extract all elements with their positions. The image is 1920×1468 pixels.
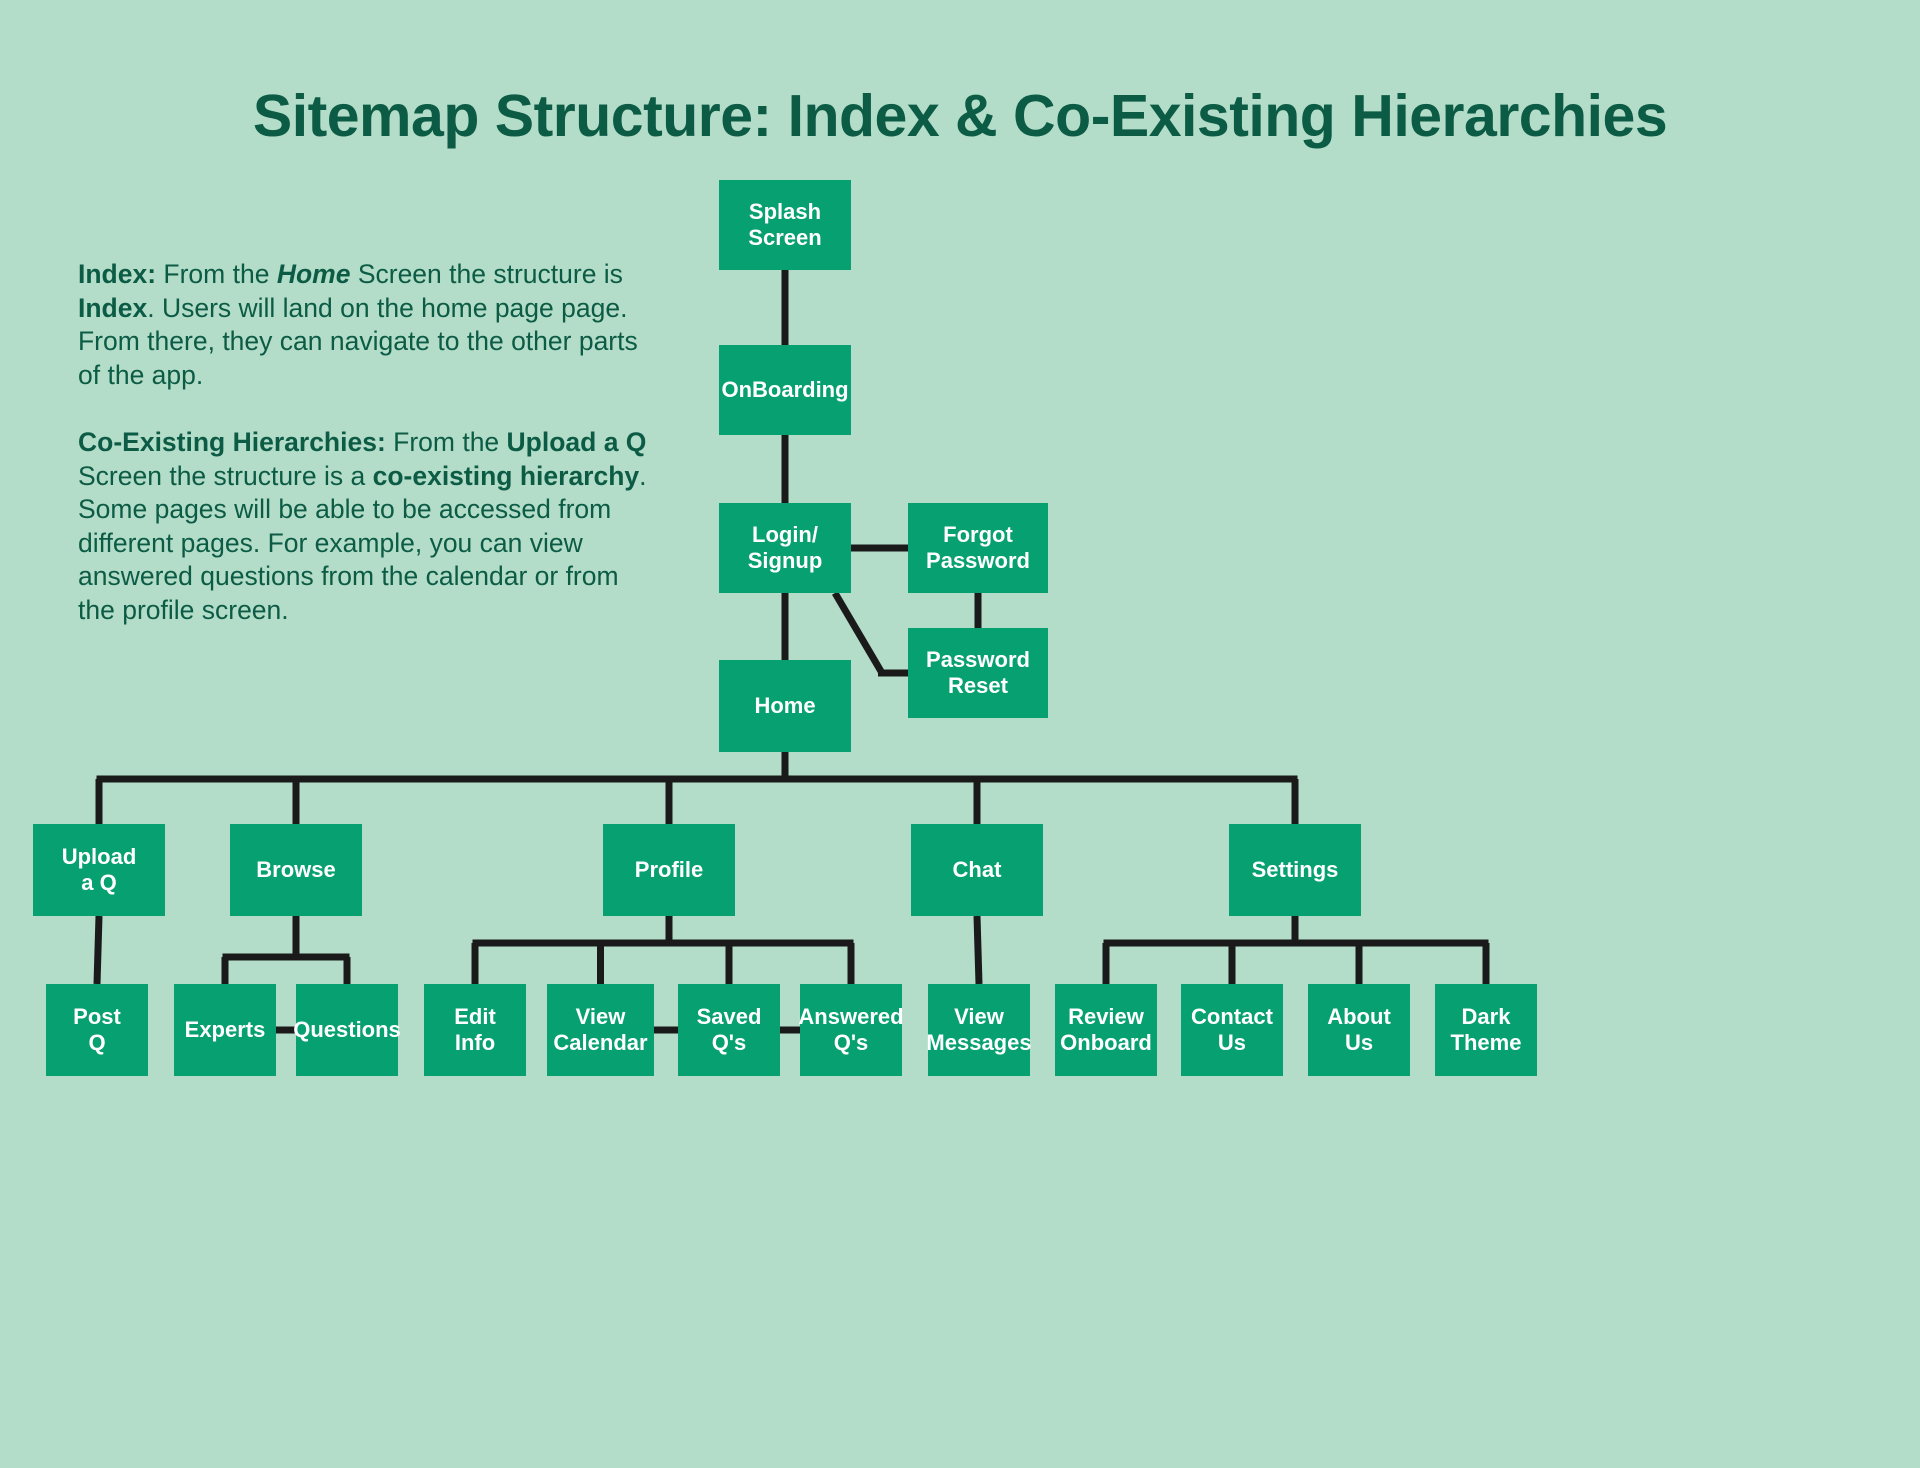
legend-index-lead: Index: (78, 259, 156, 289)
node-view_messages[interactable]: View Messages (928, 984, 1030, 1076)
node-label-post_q: Post Q (73, 1004, 121, 1056)
node-label-review_onboard: Review Onboard (1060, 1004, 1152, 1056)
node-label-view_messages: View Messages (926, 1004, 1031, 1056)
node-home[interactable]: Home (719, 660, 851, 752)
node-label-about_us: About Us (1327, 1004, 1391, 1056)
legend-index-emphasis: Home (277, 259, 351, 289)
node-about_us[interactable]: About Us (1308, 984, 1410, 1076)
node-onboarding[interactable]: OnBoarding (719, 345, 851, 435)
connector-chat-viewmessages (977, 916, 979, 984)
legend-paragraph-coexisting: Co-Existing Hierarchies: From the Upload… (78, 426, 658, 627)
node-label-chat: Chat (953, 857, 1002, 883)
node-label-home: Home (754, 693, 815, 719)
legend-index-seg3: . Users will land on the home page page.… (78, 293, 638, 390)
node-profile[interactable]: Profile (603, 824, 735, 916)
node-answered_qs[interactable]: Answered Q's (800, 984, 902, 1076)
node-experts[interactable]: Experts (174, 984, 276, 1076)
node-label-splash: Splash Screen (748, 199, 821, 251)
node-label-login: Login/ Signup (748, 522, 823, 574)
node-label-forgot: Forgot Password (926, 522, 1030, 574)
page-title: Sitemap Structure: Index & Co-Existing H… (0, 82, 1920, 150)
node-browse[interactable]: Browse (230, 824, 362, 916)
legend-index-strong: Index (78, 293, 147, 323)
node-label-browse: Browse (256, 857, 335, 883)
node-dark_theme[interactable]: Dark Theme (1435, 984, 1537, 1076)
node-questions[interactable]: Questions (296, 984, 398, 1076)
node-label-upload_q: Upload a Q (62, 844, 137, 896)
node-saved_qs[interactable]: Saved Q's (678, 984, 780, 1076)
node-label-onboarding: OnBoarding (721, 377, 848, 403)
legend-paragraph-index: Index: From the Home Screen the structur… (78, 258, 658, 392)
node-label-edit_info: Edit Info (454, 1004, 496, 1056)
node-label-profile: Profile (635, 857, 703, 883)
node-edit_info[interactable]: Edit Info (424, 984, 526, 1076)
legend-coexisting-strong1: Upload a Q (507, 427, 647, 457)
connector-uploadq-postq (97, 916, 99, 984)
legend-index-seg2: Screen the structure is (350, 259, 622, 289)
node-label-questions: Questions (293, 1017, 401, 1043)
node-splash[interactable]: Splash Screen (719, 180, 851, 270)
node-label-password_reset: Password Reset (926, 647, 1030, 699)
node-post_q[interactable]: Post Q (46, 984, 148, 1076)
node-password_reset[interactable]: Password Reset (908, 628, 1048, 718)
legend-coexisting-seg2: Screen the structure is a (78, 461, 373, 491)
node-chat[interactable]: Chat (911, 824, 1043, 916)
legend-text-block: Index: From the Home Screen the structur… (78, 258, 658, 661)
node-forgot[interactable]: Forgot Password (908, 503, 1048, 593)
node-view_calendar[interactable]: View Calendar (547, 984, 654, 1076)
legend-index-seg1: From the (156, 259, 277, 289)
node-label-view_calendar: View Calendar (553, 1004, 647, 1056)
node-label-dark_theme: Dark Theme (1451, 1004, 1522, 1056)
node-label-answered_qs: Answered Q's (798, 1004, 903, 1056)
node-contact_us[interactable]: Contact Us (1181, 984, 1283, 1076)
node-label-settings: Settings (1252, 857, 1339, 883)
legend-coexisting-lead: Co-Existing Hierarchies: (78, 427, 386, 457)
node-label-experts: Experts (185, 1017, 266, 1043)
node-label-saved_qs: Saved Q's (697, 1004, 762, 1056)
node-upload_q[interactable]: Upload a Q (33, 824, 165, 916)
legend-coexisting-seg1: From the (386, 427, 507, 457)
node-settings[interactable]: Settings (1229, 824, 1361, 916)
legend-coexisting-strong2: co-existing hierarchy (373, 461, 640, 491)
node-review_onboard[interactable]: Review Onboard (1055, 984, 1157, 1076)
node-login[interactable]: Login/ Signup (719, 503, 851, 593)
node-label-contact_us: Contact Us (1191, 1004, 1273, 1056)
